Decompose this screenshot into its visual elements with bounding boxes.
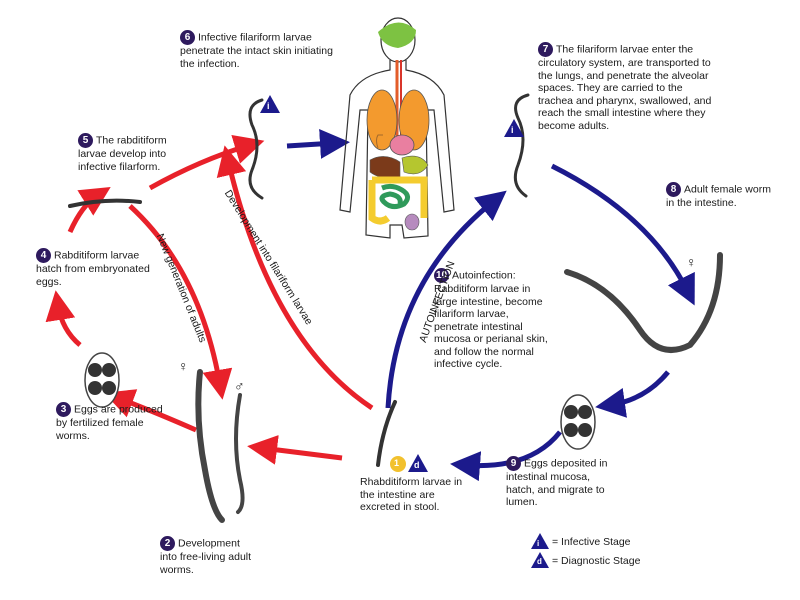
- embryonated-egg-soil: [84, 352, 120, 408]
- legend-diagnostic-label: = Diagnostic Stage: [552, 555, 641, 567]
- step-3-description: Eggs are produced by fertilized female w…: [56, 403, 163, 442]
- infective-stage-marker-lungs: [504, 119, 524, 137]
- adult-female-worm-free: [195, 369, 225, 523]
- arrow-eggs-to-rhabditiform: [45, 290, 82, 347]
- legend-infective-triangle: [531, 533, 549, 549]
- infective-stage-marker-skin: [260, 95, 280, 113]
- step-10-badge: 10: [434, 268, 449, 283]
- step-10-description: Autoinfection: Rabditiform larvae in lar…: [434, 269, 548, 370]
- step-8-description: Adult female worm in the intestine.: [666, 183, 771, 209]
- step-3-badge: 3: [56, 402, 71, 417]
- step-1-number: 1: [394, 458, 400, 468]
- step-2-description: Development into free-living adult worms…: [160, 537, 252, 576]
- arrow-stool-to-adults: [247, 434, 343, 465]
- rhabditiform-larva-stool: [376, 400, 397, 467]
- legend-diagnostic-triangle: [531, 552, 549, 568]
- arrow-development-filariform: [216, 145, 374, 411]
- step-2-badge: 2: [160, 536, 175, 551]
- diagnostic-symbol-larvae: d: [414, 460, 420, 470]
- arrow-new-generation: [128, 204, 233, 400]
- arrow-lungs-to-adult: [550, 163, 695, 306]
- filariform-larva-lungs: [513, 93, 530, 198]
- step-7-badge: 7: [538, 42, 553, 57]
- adult-male-worm-free: [234, 393, 245, 514]
- step-7-description: The filariform larvae enter the circulat…: [538, 43, 712, 132]
- legend-infective-label: = Infective Stage: [552, 536, 631, 548]
- step-9-description: Eggs deposited in intestinal mucosa, hat…: [506, 457, 608, 508]
- arrow-adults-to-eggs: [103, 389, 197, 433]
- step-4-badge: 4: [36, 248, 51, 263]
- rhabditiform-larva-soil: [68, 198, 142, 208]
- human-body-illustration: [339, 17, 455, 239]
- step-1-description: Rhabditiform larvae in the intestine are…: [360, 476, 463, 513]
- legend-diagnostic-symbol: d: [537, 557, 542, 566]
- step-4-description: Rabditiform larvae hatch from embryonate…: [36, 249, 150, 288]
- step-1-text: Rhabditiform larvae in the intestine are…: [360, 476, 475, 514]
- step-6-description: Infective filariform larvae penetrate th…: [180, 31, 333, 70]
- step-5-badge: 5: [78, 133, 93, 148]
- diagnostic-stage-marker: [408, 454, 428, 472]
- legend-infective-symbol: i: [537, 539, 540, 548]
- step-9-badge: 9: [506, 456, 521, 471]
- female-symbol-free: ♀: [178, 358, 189, 374]
- step-8-badge: 8: [666, 182, 681, 197]
- infective-symbol-skin: i: [267, 101, 270, 111]
- infective-symbol-lungs: i: [511, 125, 514, 135]
- arrow-autoinfection: [385, 190, 507, 409]
- female-symbol-intestine: ♀: [686, 254, 697, 270]
- filariform-larva-skin: [248, 98, 264, 200]
- arrow-skin-to-body: [286, 128, 350, 159]
- adult-female-worm-intestine: [564, 252, 723, 353]
- egg-intestinal-mucosa: [560, 394, 596, 450]
- arrow-rhabditiform-to-filariform: [67, 187, 111, 234]
- step-5-description: The rabditiform larvae develop into infe…: [78, 134, 167, 173]
- male-symbol-free: ♂: [234, 378, 245, 394]
- arrow-eggs-to-larvae: [450, 430, 562, 482]
- step-6-badge: 6: [180, 30, 195, 45]
- arrow-adult-to-eggs: [595, 370, 670, 418]
- step-1-badge: [390, 456, 406, 472]
